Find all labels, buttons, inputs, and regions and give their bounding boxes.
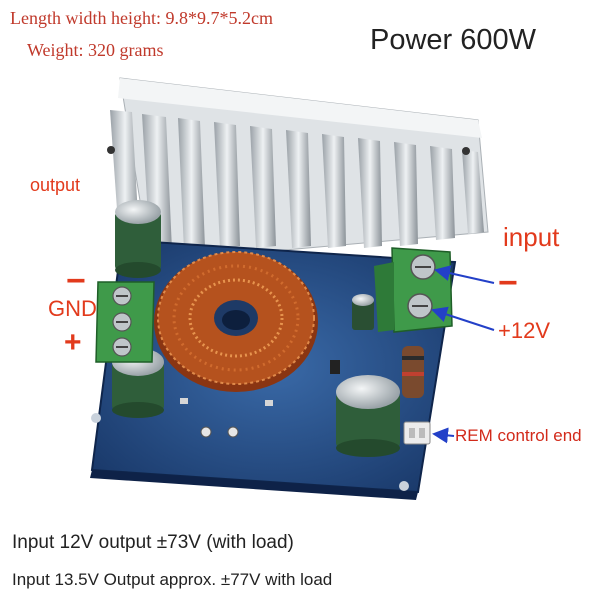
label-gnd: GND [48, 296, 97, 321]
note-line-2: Input 13.5V Output approx. ±77V with loa… [12, 570, 333, 589]
label-input-minus: − [498, 264, 518, 302]
note-line-1: Input 12V output ±73V (with load) [12, 532, 294, 553]
capacitor-output-top [115, 200, 161, 278]
label-output: output [30, 175, 81, 195]
label-input: input [503, 222, 560, 252]
output-terminal-block [95, 281, 155, 363]
capacitor-input [336, 375, 400, 457]
arrow-input-minus [434, 265, 495, 284]
spec-dimensions: Length width height: 9.8*9.7*5.2cm [10, 8, 273, 28]
arrow-rem [432, 427, 455, 444]
label-output-minus: − [66, 262, 86, 300]
toroidal-inductor [154, 251, 318, 392]
label-output-plus: + [64, 326, 82, 359]
rem-connector [403, 421, 431, 445]
spec-weight: Weight: 320 grams [27, 40, 164, 60]
label-rem-control: REM control end [455, 426, 582, 445]
arrow-input-plus [431, 306, 495, 331]
heatsink [107, 77, 489, 263]
capacitor-small [352, 294, 374, 330]
resistor [402, 346, 424, 398]
product-title: Power 600W [370, 24, 537, 56]
label-input-12v: +12V [498, 318, 550, 343]
annotation-arrows [431, 265, 495, 444]
